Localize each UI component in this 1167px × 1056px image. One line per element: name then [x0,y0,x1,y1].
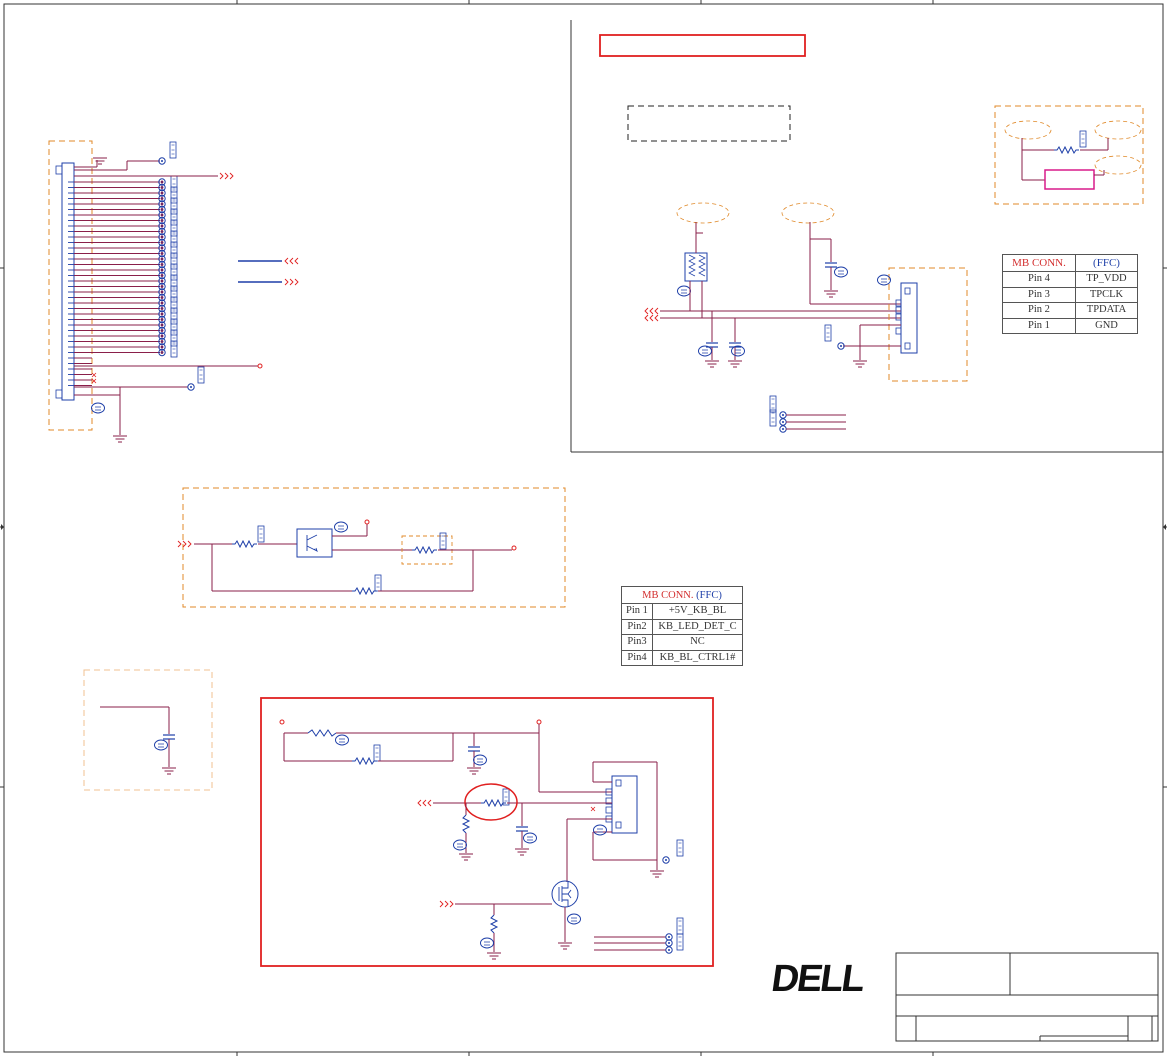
table-row: Pin 1 GND [1002,317,1138,334]
net-label [170,318,178,336]
top-right-block [994,105,1144,205]
net-label [170,329,178,347]
net-label [170,296,178,314]
table-row: Pin4 KB_BL_CTRL1# [621,649,743,666]
table-row: Pin 4 TP_VDD [1002,271,1138,288]
title-block [895,952,1159,1042]
net-label [170,175,178,193]
keyboard-backlight-block [260,697,714,967]
lower-left-block [83,669,213,791]
table-header-row: MB CONN. (FFC) [621,586,743,604]
net-label [170,274,178,292]
net-label [170,285,178,303]
signal-cell: KB_LED_DET_C [652,618,743,635]
touchpad-block-outline [570,20,1163,453]
net-label [170,219,178,237]
touchpad-circuit [644,202,968,433]
pin-cell: Pin 3 [1002,286,1076,303]
pin-cell: Pin 2 [1002,302,1076,319]
net-label [170,230,178,248]
table-header: (FFC) [696,589,722,601]
signal-cell: TP_VDD [1075,271,1138,288]
keyboard-backlight-pin-table: MB CONN. (FFC) Pin 1 +5V_KB_BL Pin2 KB_L… [621,586,743,666]
signal-cell: +5V_KB_BL [652,603,743,620]
pin-cell: Pin 4 [1002,271,1076,288]
left-connector-block [48,140,299,443]
signal-cell: TPCLK [1075,286,1138,303]
table-row: Pin2 KB_LED_DET_C [621,618,743,635]
net-label [170,307,178,325]
table-header: (FFC) [1075,254,1138,272]
pin-cell: Pin4 [621,649,653,666]
signal-cell: TPDATA [1075,302,1138,319]
table-row: Pin 3 TPCLK [1002,286,1138,303]
pin-cell: Pin 1 [621,603,653,620]
signal-cell: NC [652,634,743,651]
net-label [170,340,178,358]
pin-cell: Pin 1 [1002,317,1076,334]
pin-cell: Pin3 [621,634,653,651]
signal-cell: KB_BL_CTRL1# [652,649,743,666]
signal-cell: GND [1075,317,1138,334]
touchpad-pin-table: MB CONN. (FFC) Pin 4 TP_VDD Pin 3 TPCLK … [1002,254,1138,334]
table-row: Pin 2 TPDATA [1002,302,1138,319]
table-header: MB CONN. [642,589,694,601]
net-label [170,186,178,204]
middle-led-block [177,487,566,608]
net-label [170,252,178,270]
net-label [170,208,178,226]
pin-cell: Pin2 [621,618,653,635]
net-label [170,241,178,259]
dell-logo: DELL [769,957,868,1000]
table-row: Pin3 NC [621,634,743,651]
net-label [170,263,178,281]
net-label [170,197,178,215]
table-header: MB CONN. [1002,254,1076,272]
table-row: Pin 1 +5V_KB_BL [621,603,743,620]
